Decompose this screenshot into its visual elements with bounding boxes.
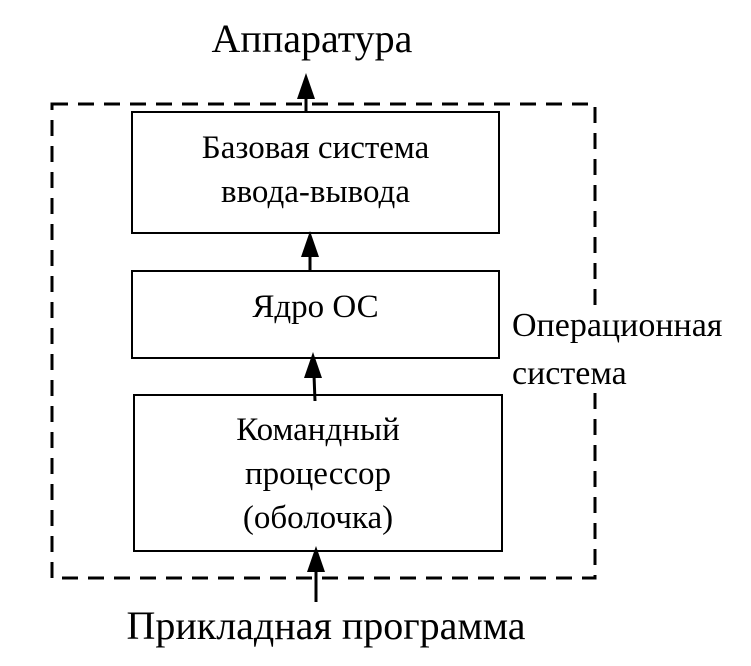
shell-box (133, 394, 503, 552)
hardware-label: Аппаратура (211, 16, 413, 61)
shell-box-label: Командный процессор (оболочка) (134, 408, 502, 540)
shell-line-1: Командный (236, 412, 400, 448)
arrow-kernel-to-bios (301, 231, 319, 271)
shell-line-3: (оболочка) (242, 500, 394, 536)
arrow-shell-to-kernel (304, 352, 322, 402)
arrow-bios-to-hardware (297, 73, 315, 112)
os-label: Операционная система (512, 302, 722, 398)
bios-box-label: Базовая система ввода-вывода (132, 126, 499, 214)
shell-line-2: процессор (244, 456, 392, 492)
os-label-line-1: Операционная (512, 307, 723, 344)
kernel-line-1: Ядро ОС (252, 289, 379, 325)
arrow-program-to-shell (307, 546, 325, 602)
bios-box (131, 111, 500, 234)
os-label-line-2: система (512, 355, 627, 392)
kernel-box-label: Ядро ОС (132, 285, 499, 329)
bios-line-1: Базовая система (201, 130, 430, 166)
bios-line-2: ввода-вывода (220, 174, 410, 210)
kernel-box (131, 270, 500, 359)
application-label: Прикладная программа (126, 603, 526, 648)
os-label-gap (585, 305, 605, 385)
